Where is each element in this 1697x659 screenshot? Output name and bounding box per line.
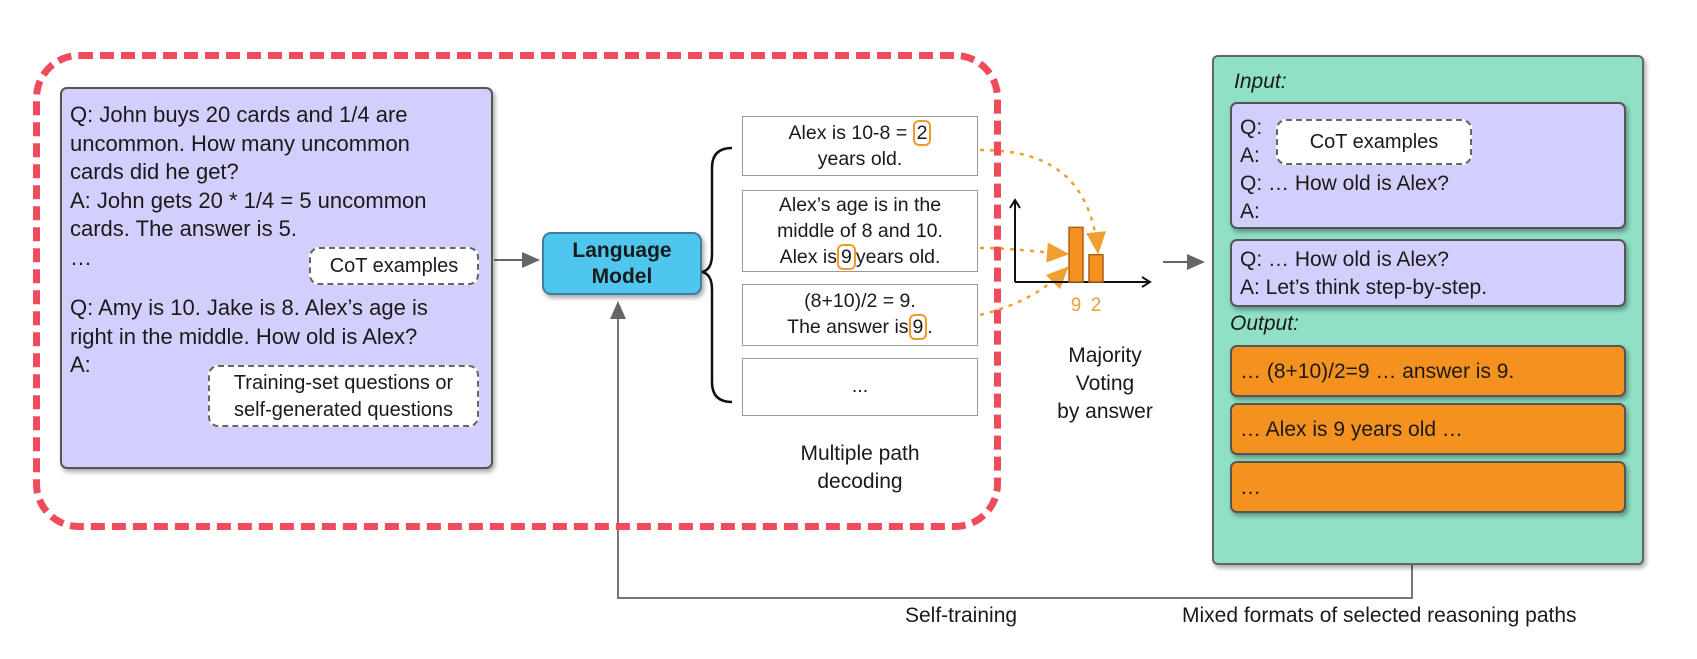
language-model-label: Language <box>572 239 672 262</box>
prompt-box: Q: John buys 20 cards and 1/4 are uncomm… <box>60 87 493 469</box>
output-box-3: … <box>1230 461 1626 513</box>
cot-examples-label: CoT examples <box>309 247 479 285</box>
vote-bar-2 <box>1088 253 1104 283</box>
prompt-line: cards. The answer is 5. <box>70 216 298 241</box>
reasoning-path-4: ... <box>742 358 978 416</box>
output-label: Output: <box>1230 312 1299 335</box>
prompt-line: right in the middle. How old is Alex? <box>70 323 418 349</box>
training-data-panel: Input: Q: A: Q: … How old is Alex? A: Co… <box>1212 55 1644 565</box>
majority-voting-caption: Majority Voting by answer <box>1030 342 1180 426</box>
self-consistency-region <box>33 52 1001 530</box>
prompt-line: A: <box>70 352 91 377</box>
path-text: ... <box>851 375 869 397</box>
training-questions-label: Training-set questions or self-generated… <box>208 365 479 427</box>
prompt-line: uncommon. How many uncommon <box>70 130 410 156</box>
chart-y-axis-arrowhead <box>1009 198 1021 209</box>
vote-tick-label-2: 2 <box>1091 295 1102 316</box>
prompt-line: cards did he get? <box>70 159 239 184</box>
path-text: Alex’s age is in the <box>778 194 942 216</box>
input-line: A: <box>1240 144 1260 167</box>
path-text: Alex is <box>779 246 838 268</box>
prompt-line: Q: John buys 20 cards and 1/4 are <box>70 102 408 127</box>
input-box-zero-shot: Q: … How old is Alex? A: Let’s think ste… <box>1230 239 1626 307</box>
input-line: Q: … How old is Alex? <box>1240 248 1449 271</box>
caption-line: Majority <box>1068 344 1142 367</box>
caption-line: by answer <box>1057 400 1153 423</box>
input-box-cot: Q: A: Q: … How old is Alex? A: CoT examp… <box>1230 102 1626 229</box>
output-box-2: … Alex is 9 years old … <box>1230 403 1626 455</box>
path-answer-highlight: 9 <box>908 314 928 340</box>
training-label-line: self-generated questions <box>233 399 454 421</box>
input-line: Q: … How old is Alex? <box>1240 172 1449 195</box>
caption-line: Voting <box>1075 372 1135 395</box>
path-answer-highlight: 9 <box>837 244 856 270</box>
caption-line: Multiple path <box>800 442 920 465</box>
self-training-loop <box>610 301 1413 599</box>
input-line: A: <box>1240 200 1260 223</box>
vote-tick-label-9: 9 <box>1071 295 1082 316</box>
path-text: middle of 8 and 10. <box>777 220 943 242</box>
path-brace <box>701 146 733 404</box>
reasoning-path-2: Alex’s age is in the middle of 8 and 10.… <box>742 190 978 272</box>
vote-arrow-9b <box>979 266 1069 317</box>
input-line: Q: <box>1240 116 1263 139</box>
language-model-box: Language Model <box>542 232 702 295</box>
output-box-1: … (8+10)/2=9 … answer is 9. <box>1230 345 1626 397</box>
path-text: years old. <box>817 148 903 170</box>
caption-line: decoding <box>817 470 903 493</box>
mixed-formats-label: Mixed formats of selected reasoning path… <box>1182 604 1577 627</box>
chart-x-axis-arrowhead <box>1141 276 1152 288</box>
training-label-line: Training-set questions or <box>233 372 454 394</box>
prompt-line: Q: Amy is 10. Jake is 8. Alex’s age is <box>70 295 428 320</box>
path-text: . <box>927 316 933 338</box>
input-line: A: Let’s think step-by-step. <box>1240 276 1488 299</box>
path-answer-highlight: 2 <box>912 120 932 146</box>
vote-arrow-2 <box>979 148 1106 255</box>
path-text: (8+10)/2 = 9. <box>804 290 916 312</box>
input-label: Input: <box>1234 70 1287 93</box>
multiple-path-caption: Multiple path decoding <box>742 440 978 496</box>
path-text: The answer is <box>787 316 909 338</box>
path-text: years old. <box>855 246 941 268</box>
reasoning-path-1: Alex is 10-8 = 2 years old. <box>742 116 978 176</box>
prompt-ellipsis: … <box>70 244 92 270</box>
self-training-label: Self-training <box>905 604 1018 627</box>
path-text: Alex is 10-8 = <box>788 122 908 144</box>
vote-bar-9 <box>1068 226 1084 283</box>
language-model-label: Model <box>591 265 653 288</box>
cot-examples-label: CoT examples <box>1276 119 1472 165</box>
prompt-line: A: John gets 20 * 1/4 = 5 uncommon <box>70 187 427 213</box>
